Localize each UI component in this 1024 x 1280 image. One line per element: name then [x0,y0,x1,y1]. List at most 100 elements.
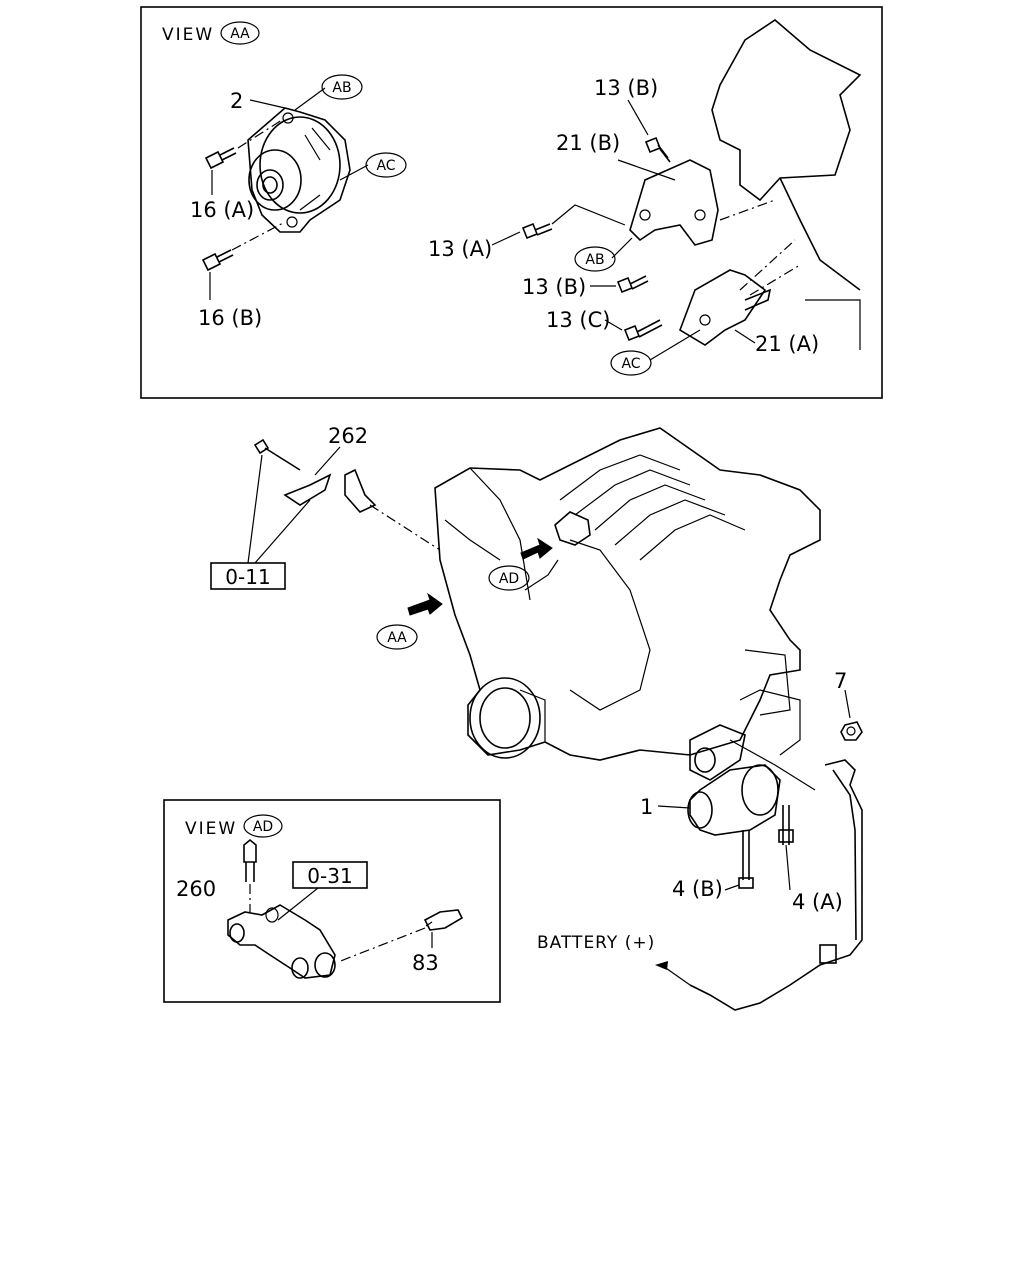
leader-4b [724,884,740,891]
tag-ac-oval [365,152,407,178]
bracket-21b [629,159,776,246]
bolt-13b-top [644,136,671,163]
callout-260: 260 [176,877,216,901]
view-aa-panel: VIEW AA [140,6,883,399]
leader-ac2 [649,329,701,361]
tag-ac: AC [376,158,395,174]
leader-13a-bracket [551,204,626,226]
tag-ab-oval [321,74,363,100]
leader-ab [294,87,326,111]
callout-1: 1 [640,795,653,819]
view-aa-tag: AA [230,26,250,42]
clip-262 [253,438,441,551]
arrow-ad [520,537,553,560]
leader-262 [314,446,341,476]
starter-mount [744,649,791,716]
engine-assembly: AA AD 262 0-11 [210,424,863,1011]
engine-lower-detail [805,299,861,350]
tag-aa: AA [387,630,407,646]
callout-262: 262 [328,424,368,448]
callout-13a: 13 (A) [428,237,492,261]
leader-0-31 [277,887,319,921]
view-ad-prefix: VIEW [185,819,237,839]
ref-box-0-31 [292,861,368,889]
callout-21a: 21 (A) [755,332,819,356]
tag-ab2: AB [585,252,604,268]
leader-ab2 [611,237,633,259]
bolt-13c [623,319,663,342]
callout-13b-top: 13 (B) [594,76,658,100]
leader-2 [249,99,286,109]
tag-ad-oval [488,565,530,591]
crank-pulley-side [519,689,546,742]
callout-13b-mid: 13 (B) [522,275,586,299]
leader-0-11 [247,454,311,564]
callout-4a: 4 (A) [792,890,843,914]
callout-2: 2 [230,89,243,113]
bolt-16b [201,249,234,272]
battery-arrow-line [662,965,691,986]
starter-mount-lower [739,689,801,756]
view-ad-frame [163,799,501,1003]
intake-runners [559,454,746,561]
view-aa-tag-oval [220,21,260,45]
callout-21b: 21 (B) [556,131,620,155]
view-aa-frame [140,6,883,399]
bolt-4b [738,830,754,889]
alternator [231,107,351,251]
tag-ad: AD [499,571,519,587]
tag-ab: AB [332,80,351,96]
engine-block-edge [711,18,862,202]
arrow-aa [407,592,443,616]
starter-motor [687,724,816,836]
leader-13b-top [627,99,649,136]
bolt-4a [778,805,794,845]
callout-4b: 4 (B) [672,877,723,901]
sensor-83 [423,909,464,931]
timing-cover [444,467,531,601]
callout-16a: 16 (A) [190,198,254,222]
leader-83-dash [337,927,426,963]
tag-aa-oval [376,624,418,650]
leader-ad [524,559,559,591]
tag-ac2: AC [621,356,640,372]
callout-16b: 16 (B) [198,306,262,330]
thermostat-housing [554,511,591,546]
view-aa-prefix: VIEW [162,25,214,45]
battery-label: BATTERY (+) [537,933,655,953]
bolt-13b-mid [616,275,649,294]
view-ad-panel: VIEW AD 260 0-31 83 [163,799,501,1003]
crank-pulley-inner [479,687,531,749]
leader-13a [491,231,521,246]
bracket-21a [679,239,801,346]
battery-cable [689,759,863,1011]
ref-0-11: 0-11 [225,565,270,589]
callout-83: 83 [412,951,439,975]
tag-ac2-oval [610,350,652,376]
crank-pulley-outer [469,677,541,759]
timing-belt-cover [569,539,651,711]
bolt-16a [204,147,237,170]
engine-lower-edge [779,177,861,291]
view-ad-tag: AD [253,819,273,835]
thermostat-housing-detail [227,904,336,979]
engine-outline [434,427,821,761]
leader-21b [617,159,676,181]
view-ad-tag-oval [243,814,283,838]
leader-7 [844,689,851,719]
ref-0-31: 0-31 [307,864,352,888]
leader-4a [785,844,791,891]
battery-cable-inner [832,769,857,941]
battery-cable-sleeve [819,944,837,964]
bolt-13a [521,222,553,240]
callout-7: 7 [834,669,847,693]
leader-1 [657,805,691,809]
sensor-260 [243,838,257,882]
nut-7 [840,721,863,741]
leader-21a [734,329,756,344]
tag-ab2-oval [574,246,616,272]
callout-13c: 13 (C) [546,308,610,332]
leader-ac [339,164,369,181]
leader-13c [604,319,623,331]
